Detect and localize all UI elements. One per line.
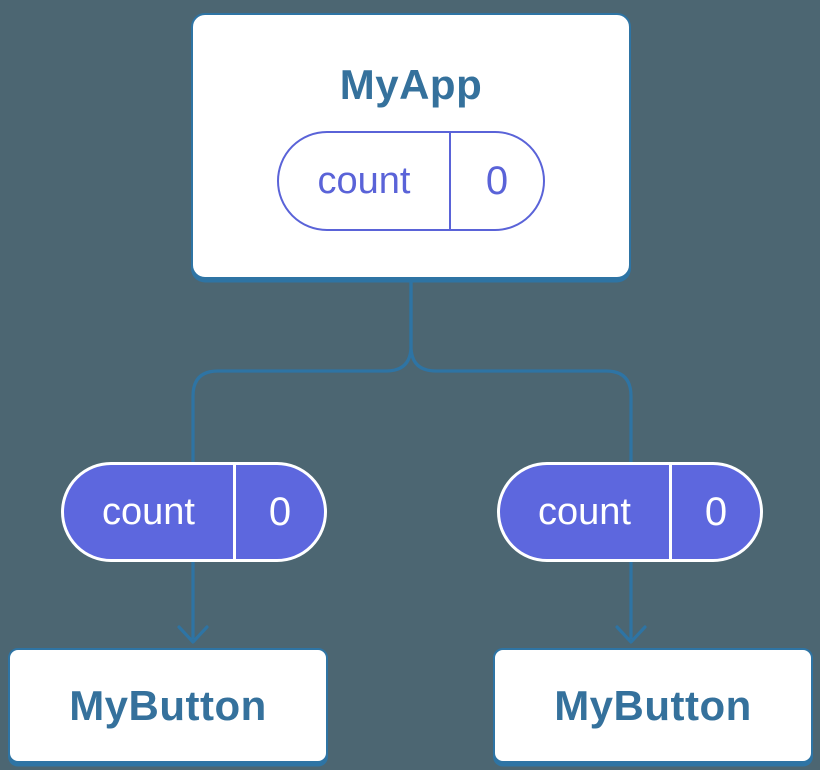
component-node-myapp: MyApp count 0: [191, 13, 631, 279]
component-node-mybutton-left: MyButton: [8, 648, 328, 763]
component-title: MyButton: [554, 681, 752, 729]
prop-pill-value-cell: 0: [669, 465, 760, 559]
state-pill-value-cell: 0: [449, 133, 543, 229]
prop-value: 0: [704, 489, 728, 534]
prop-pill-label-cell: count: [64, 465, 233, 559]
arrow-down-icon-left: [177, 625, 209, 644]
component-title: MyButton: [69, 681, 267, 729]
prop-label: count: [538, 490, 631, 533]
state-pill: count 0: [277, 131, 545, 231]
prop-pill-left: count 0: [61, 462, 327, 562]
state-value: 0: [485, 158, 509, 203]
component-title: MyApp: [339, 61, 483, 108]
prop-label: count: [102, 490, 195, 533]
state-label: count: [317, 159, 411, 202]
prop-pill-right: count 0: [497, 462, 763, 562]
tree-branch-left-line: [191, 280, 413, 464]
arrow-down-icon-right: [615, 625, 647, 644]
state-pill-label-cell: count: [279, 133, 449, 229]
prop-pill-label-cell: count: [500, 465, 669, 559]
tree-branch-right-line: [409, 280, 633, 463]
prop-value: 0: [268, 489, 292, 534]
prop-pill-value-cell: 0: [233, 465, 324, 559]
component-node-mybutton-right: MyButton: [493, 648, 813, 763]
